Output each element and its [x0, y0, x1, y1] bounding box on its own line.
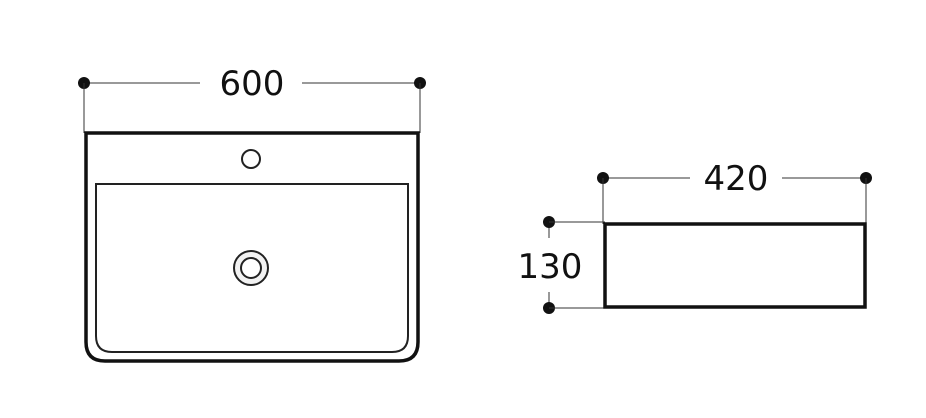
top-width-label: 600 — [220, 64, 285, 104]
basin-outer-outline — [84, 131, 420, 363]
top-view: 600 — [78, 64, 426, 363]
side-length-dimension: 420 — [597, 159, 872, 224]
drain-inner-ring — [240, 257, 262, 279]
drain — [233, 250, 269, 286]
tap-hole — [241, 149, 261, 169]
basin-inner-bowl — [95, 183, 409, 353]
side-length-label: 420 — [704, 159, 769, 199]
top-width-dimension: 600 — [78, 64, 426, 133]
side-height-label: 130 — [518, 247, 583, 287]
side-view: 420 130 — [518, 159, 872, 314]
basin-side-profile — [603, 222, 867, 309]
side-height-dimension: 130 — [518, 216, 605, 314]
